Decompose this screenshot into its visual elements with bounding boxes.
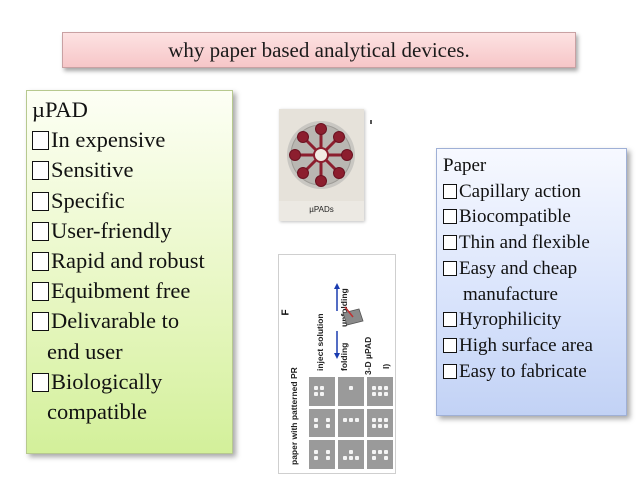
- checkbox-bullet-icon: [32, 161, 49, 181]
- list-item: High surface area: [443, 333, 622, 359]
- list-item: Easy and cheap: [443, 256, 622, 282]
- list-item-label: Thin and flexible: [459, 232, 590, 254]
- patterned-paper-grid: [309, 377, 393, 469]
- grid-cell: [309, 377, 335, 406]
- grid-cell: [309, 408, 335, 438]
- grid-cell: [338, 440, 364, 469]
- checkbox-bullet-icon: [32, 282, 49, 302]
- upad-photo: µPADs: [279, 109, 364, 221]
- checkbox-bullet-icon: [443, 312, 457, 328]
- checkbox-bullet-icon: [443, 209, 457, 225]
- list-item: Thin and flexible: [443, 230, 622, 256]
- list-item-label: Equibment free: [51, 278, 191, 304]
- list-item: Specific: [32, 186, 226, 216]
- checkbox-bullet-icon: [32, 312, 49, 332]
- list-item-label: Biocompatible: [459, 206, 571, 228]
- list-item-label: In expensive: [51, 127, 166, 153]
- list-item-label: Specific: [51, 187, 125, 213]
- checkbox-bullet-icon: [32, 221, 49, 241]
- list-item-label: Rapid and robust: [51, 248, 205, 274]
- list-item-label: Biologically: [51, 368, 163, 394]
- checkbox-bullet-icon: [443, 337, 457, 353]
- photo-caption: µPADs: [309, 204, 334, 214]
- grid-cell: [367, 440, 393, 469]
- upad-device-image: [279, 109, 364, 201]
- list-item-label: Sensitive: [51, 157, 134, 183]
- grid-cell: [367, 377, 393, 406]
- paper-heading: Paper: [443, 155, 487, 176]
- list-item: Sensitive: [32, 155, 226, 185]
- list-item-label: Capillary action: [459, 180, 581, 202]
- checkbox-bullet-icon: [443, 363, 457, 379]
- upad-list-panel: µPAD In expensive Sensitive Specific Use…: [26, 90, 233, 454]
- list-item-label: High surface area: [459, 334, 593, 356]
- checkbox-bullet-icon: [32, 131, 49, 151]
- list-item: User-friendly: [32, 216, 226, 246]
- list-item: Easy to fabricate: [443, 359, 622, 385]
- list-item-continuation: manufacture: [463, 283, 558, 305]
- list-item-label: User-friendly: [51, 217, 172, 243]
- checkbox-bullet-icon: [443, 183, 457, 199]
- list-item-continuation: compatible: [47, 399, 147, 425]
- grid-cell: [338, 377, 364, 406]
- list-item-label: Easy and cheap: [459, 257, 578, 279]
- list-item: Equibment free: [32, 276, 226, 306]
- list-item-continuation: end user: [47, 338, 123, 364]
- list-item: Biocompatible: [443, 204, 622, 230]
- checkbox-bullet-icon: [443, 235, 457, 251]
- list-item: Rapid and robust: [32, 246, 226, 276]
- upad-heading: µPAD: [32, 97, 88, 122]
- paper-list-panel: Paper Capillary action Biocompatible Thi…: [436, 148, 627, 416]
- grid-cell: [309, 440, 335, 469]
- checkbox-bullet-icon: [32, 372, 49, 392]
- list-item-label: Hyrophilicity: [459, 309, 562, 331]
- folding-diagram-arrows: [334, 283, 364, 359]
- checkbox-bullet-icon: [32, 252, 49, 272]
- list-item: In expensive: [32, 125, 226, 155]
- list-item-label: Easy to fabricate: [459, 360, 587, 382]
- patterned-paper-label: paper with patterned PR: [289, 367, 299, 465]
- decorative-mark: [370, 120, 372, 124]
- checkbox-bullet-icon: [443, 260, 457, 276]
- list-item: Delivarable to: [32, 306, 226, 336]
- folding-upad-figure: F inject solution unfolding folding 3-D …: [278, 254, 396, 474]
- checkbox-bullet-icon: [32, 191, 49, 211]
- grid-cell: [367, 408, 393, 438]
- list-item: Biologically: [32, 367, 226, 397]
- list-item: Capillary action: [443, 179, 622, 205]
- grid-cell: [338, 408, 364, 438]
- list-item: Hyrophilicity: [443, 307, 622, 333]
- list-item-label: Delivarable to: [51, 308, 180, 334]
- slide-title: why paper based analytical devices.: [62, 32, 576, 68]
